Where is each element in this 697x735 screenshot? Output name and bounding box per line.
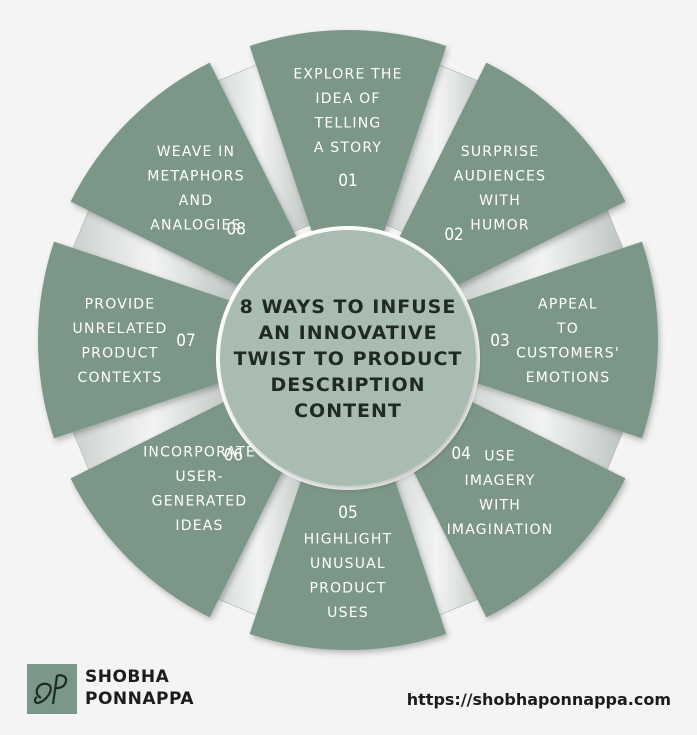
- segment-number-04: 04: [451, 444, 470, 464]
- segment-number-08: 08: [227, 219, 246, 239]
- segment-number-06: 06: [224, 446, 243, 466]
- segment-number-07: 07: [176, 331, 195, 351]
- brand-name: SHOBHA PONNAPPA: [85, 666, 194, 710]
- brand-name-line1: SHOBHA: [85, 667, 170, 687]
- segment-number-03: 03: [490, 331, 509, 351]
- brand-logo: [27, 664, 77, 714]
- segment-number-02: 02: [444, 225, 463, 245]
- segment-number-05: 05: [338, 503, 357, 523]
- brand-logo-icon: [33, 674, 68, 705]
- segment-02: [397, 62, 626, 291]
- segment-01: [249, 30, 447, 234]
- segment-03: [454, 241, 658, 439]
- segment-05: [249, 446, 447, 650]
- website-link[interactable]: https://shobhaponnappa.com: [406, 690, 671, 709]
- segment-folds: [64, 56, 632, 624]
- brand-name-line2: PONNAPPA: [85, 689, 195, 709]
- segment-number-01: 01: [338, 171, 357, 191]
- segment-04: [397, 389, 626, 618]
- center-circle: [220, 230, 476, 486]
- segment-08: [70, 62, 299, 291]
- segment-07: [37, 241, 242, 439]
- segment-06: [70, 389, 299, 618]
